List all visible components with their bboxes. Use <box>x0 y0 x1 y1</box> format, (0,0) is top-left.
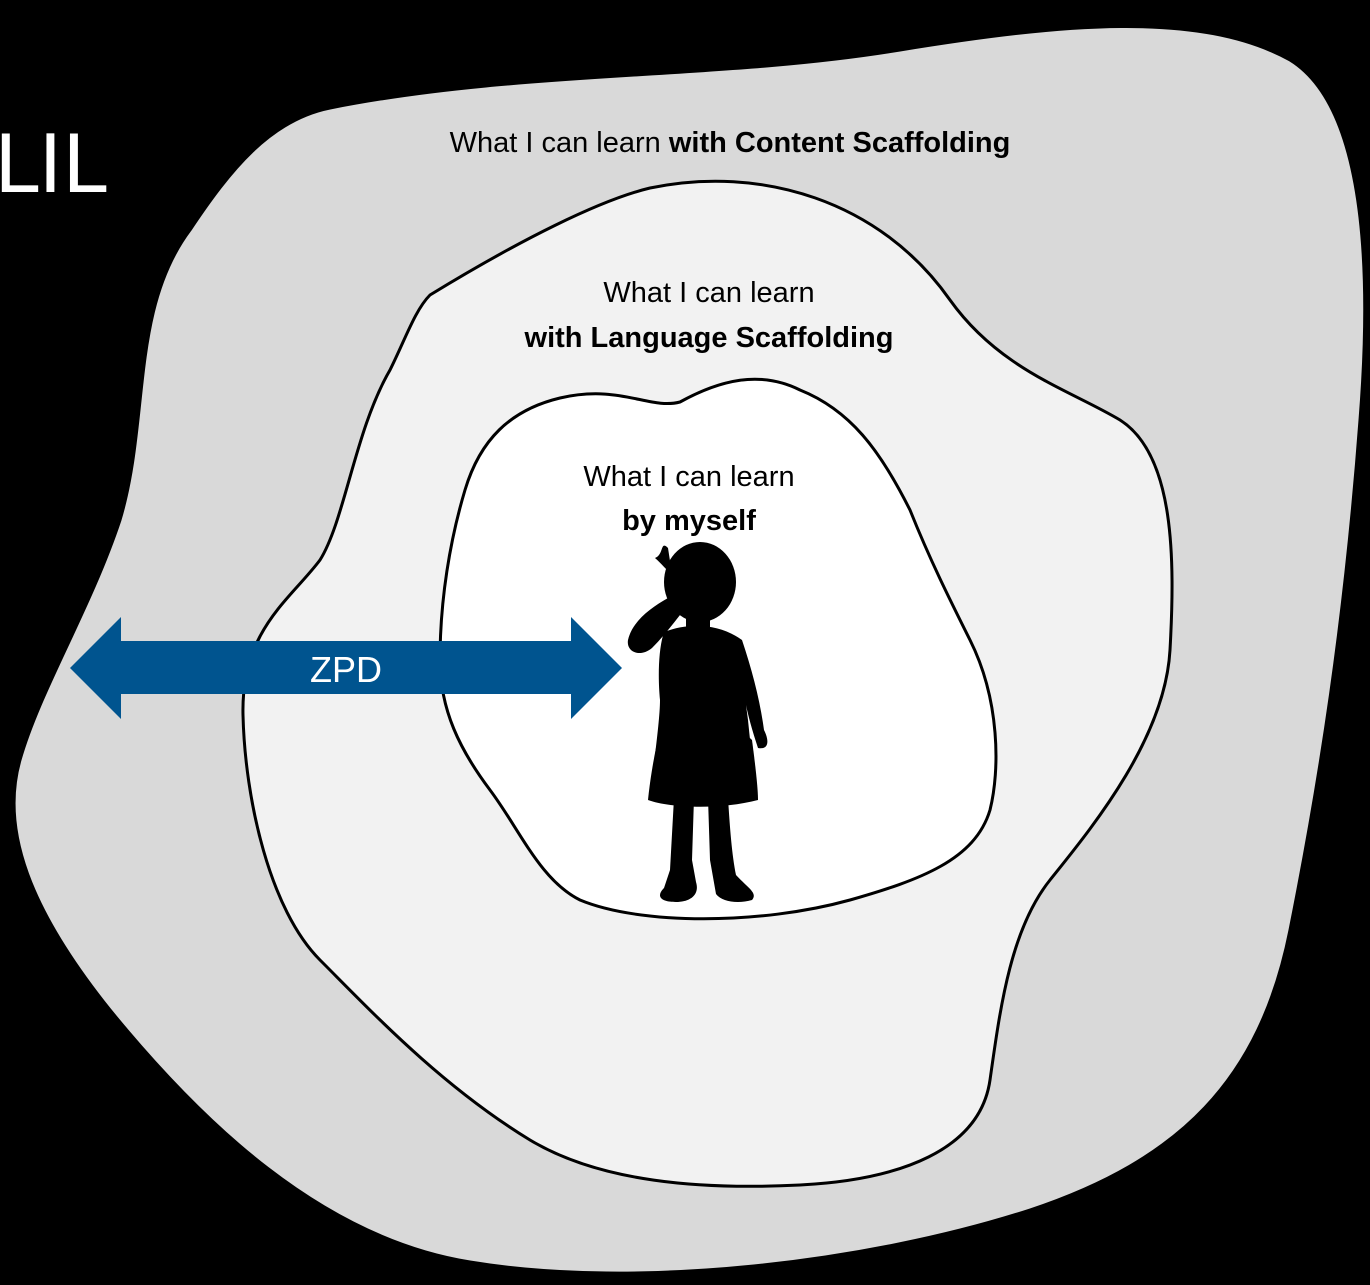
content-scaffolding-label: What I can learn with Content Scaffoldin… <box>450 127 1011 159</box>
zpd-label: ZPD <box>310 649 382 690</box>
independent-line2: by myself <box>622 505 756 537</box>
content-scaffolding-prefix: What I can learn <box>450 127 669 159</box>
language-scaffolding-line1: What I can learn <box>603 277 814 309</box>
slide-title-fragment: LIL <box>0 118 107 211</box>
content-scaffolding-emphasis: with Content Scaffolding <box>668 127 1011 159</box>
language-scaffolding-line2: with Language Scaffolding <box>524 322 894 354</box>
independent-line1: What I can learn <box>583 461 794 493</box>
